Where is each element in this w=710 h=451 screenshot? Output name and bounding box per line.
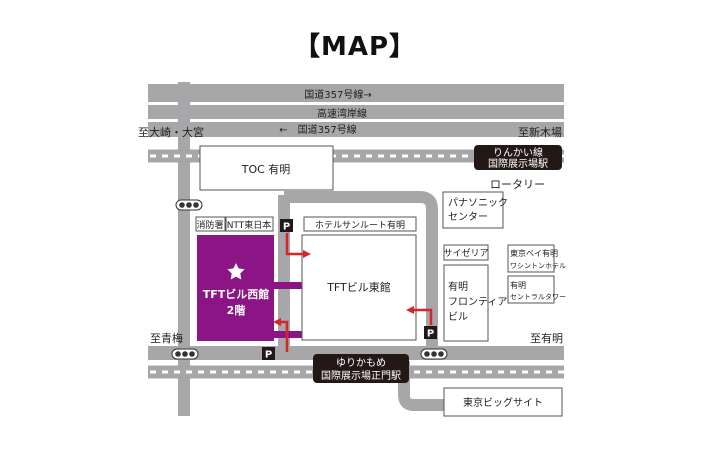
yurikamome-station-badge xyxy=(313,354,409,383)
fire-station-label: 消防署 xyxy=(196,219,223,231)
rinkai-station-label: 国際展示場駅 xyxy=(488,157,548,170)
toc-building xyxy=(199,145,334,191)
frontier-label-3: ビル xyxy=(448,311,468,323)
svg-text:P: P xyxy=(265,350,272,361)
route357-west-road xyxy=(148,122,564,137)
tft-west-floor: 2階 xyxy=(227,303,246,317)
rinkai-line-label: りんかい線 xyxy=(493,146,543,159)
central-tower-building xyxy=(507,275,555,304)
bigsight-access-road xyxy=(398,361,444,411)
rotary-label: ロータリー xyxy=(490,178,545,191)
yurikamome-line-label: ゆりかもめ xyxy=(336,357,386,369)
tft-east-label: TFTビル東館 xyxy=(326,280,391,294)
traffic-signal-icon xyxy=(171,348,199,360)
hotel-sunroute-building xyxy=(303,216,417,232)
panasonic-label-1: パナソニック xyxy=(448,197,508,209)
parking-icon: P xyxy=(280,219,293,233)
tft-west-label: TFTビル西館 xyxy=(203,287,270,301)
ntt-building xyxy=(225,216,274,232)
traffic-signal-icon xyxy=(420,348,448,360)
tft-east-building xyxy=(301,234,417,341)
parking-entrance-arrow-icon xyxy=(406,306,433,325)
highway-band: 国道357号線→ 高速湾岸線 ← 国道357号線 xyxy=(148,84,564,137)
to-omiya-label: 至大崎・大宮 xyxy=(138,125,204,139)
to-shinkiba-label: 至新木場 xyxy=(518,125,562,139)
route357-east-label: 国道357号線→ xyxy=(304,88,371,101)
parking-icon: P xyxy=(424,326,437,340)
bottom-avenue-road xyxy=(148,346,564,360)
parking-icon: P xyxy=(262,347,275,361)
parking-entrance-arrow-icon xyxy=(273,318,289,352)
west-vertical-road xyxy=(178,82,190,416)
washington-hotel-label-1: 東京ベイ有明 xyxy=(510,248,558,258)
hotel-sunroute-label: ホテルサンルート有明 xyxy=(315,219,405,231)
route357-east-road xyxy=(148,84,564,102)
saizeriya-building xyxy=(443,244,489,261)
route357-west-label: ← 国道357号線 xyxy=(279,123,356,136)
bayshore-road xyxy=(148,105,564,119)
bigsight-label: 東京ビッグサイト xyxy=(463,396,543,409)
fire-station-building xyxy=(195,216,226,232)
bayshore-label: 高速湾岸線 xyxy=(317,107,367,120)
frontier-label-2: フロンティア xyxy=(448,297,507,308)
svg-text:P: P xyxy=(427,329,434,340)
panasonic-center-building xyxy=(442,191,504,229)
tft-west-building xyxy=(197,235,274,341)
frontier-building xyxy=(443,264,489,342)
bigsight-building xyxy=(443,387,563,417)
ntt-label: NTT東日本 xyxy=(227,219,272,231)
parking-entrance-arrow-icon xyxy=(285,233,311,258)
saizeriya-label: サイゼリア xyxy=(443,247,488,259)
star-icon xyxy=(227,263,245,280)
traffic-signal-icon xyxy=(175,199,203,211)
to-ariake-label: 至有明 xyxy=(530,331,563,345)
svg-text:P: P xyxy=(283,222,290,233)
washington-hotel-building xyxy=(507,244,555,273)
yurikamome-station-label: 国際展示場正門駅 xyxy=(321,369,401,382)
rotary-loop-road xyxy=(284,191,438,350)
central-tower-label-2: セントラルタワー xyxy=(510,292,566,301)
to-aomi-label: 至青梅 xyxy=(150,331,183,345)
tft-connector-upper xyxy=(272,282,302,289)
map-title: 【MAP】 xyxy=(293,32,417,62)
central-tower-label-1: 有明 xyxy=(510,280,526,290)
frontier-label-1: 有明 xyxy=(448,280,468,293)
toc-label: TOC 有明 xyxy=(241,162,291,176)
rinkai-station-badge xyxy=(474,145,562,170)
panasonic-label-2: センター xyxy=(448,211,488,223)
washington-hotel-label-2: ワシントンホテル xyxy=(510,262,566,270)
